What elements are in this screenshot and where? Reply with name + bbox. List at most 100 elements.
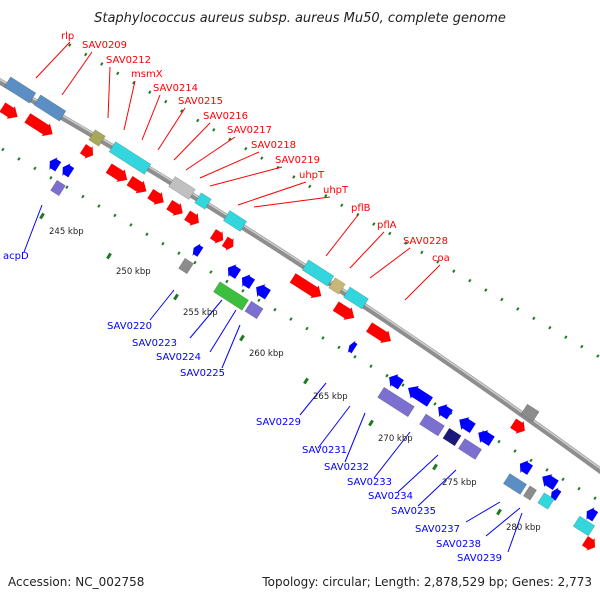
reverse-cds-arrow — [438, 404, 453, 420]
tick-dot — [404, 241, 408, 245]
cog-box-SAV0233 — [419, 413, 445, 437]
reverse-cds-arrow — [49, 157, 62, 172]
forward-label-line — [107, 66, 111, 119]
reverse-cds-arrow — [542, 474, 559, 490]
cog-box-SAV0223 — [213, 281, 249, 311]
kbp-label-265: 265 kbp — [313, 392, 348, 402]
kbp-label-270: 270 kbp — [378, 434, 413, 444]
topology-label: Topology: circular; Length: 2,878,529 bp… — [261, 575, 592, 589]
gene-label-SAV0237: SAV0237 — [415, 524, 460, 535]
kbp-label-250: 250 kbp — [116, 267, 151, 277]
tick-dot — [196, 118, 200, 123]
reverse-label-line — [417, 469, 457, 507]
tick-dot — [484, 288, 488, 292]
tick-dot — [436, 259, 440, 264]
gene-label-pflB: pflB — [351, 203, 371, 214]
accession-label: Accession: NC_002758 — [8, 575, 144, 589]
tick-dot — [340, 203, 344, 208]
cog-box-rlp — [3, 76, 37, 104]
cog-box-far — [572, 515, 596, 537]
forward-cds-arrow — [79, 144, 94, 159]
kbp-tick — [106, 252, 112, 260]
reverse-cds-arrow — [459, 417, 476, 433]
gene-label-SAV0217: SAV0217 — [227, 125, 272, 136]
kbp-label-280: 280 kbp — [506, 523, 541, 533]
tick-dot — [289, 317, 293, 321]
tick-dot — [529, 458, 533, 463]
tick-dot — [228, 137, 232, 142]
gene-label-SAV0218: SAV0218 — [251, 140, 296, 151]
forward-label-line — [35, 41, 71, 79]
tick-dot — [516, 307, 520, 311]
reverse-label-line — [507, 512, 523, 553]
forward-label-line — [173, 122, 211, 161]
reverse-cds-arrow — [62, 163, 75, 178]
label-connectors — [23, 41, 523, 553]
gene-label-SAV0209: SAV0209 — [82, 40, 127, 51]
cog-box-pflA — [328, 277, 346, 295]
tick-dot — [49, 175, 53, 180]
gene-label-acpD: acpD — [3, 251, 29, 262]
forward-cds-arrow — [166, 200, 183, 216]
gene-label-SAV0212: SAV0212 — [106, 55, 151, 66]
gene-label-SAV0225: SAV0225 — [180, 368, 225, 379]
forward-cds-arrow — [289, 273, 322, 299]
tick-dot — [385, 373, 389, 378]
forward-label-line — [349, 231, 385, 269]
tick-dot — [372, 222, 376, 226]
tick-dot — [17, 157, 21, 161]
forward-label-line — [237, 181, 307, 206]
reverse-label-line — [397, 454, 439, 493]
gene-label-SAV0223: SAV0223 — [132, 338, 177, 349]
tick-dot — [81, 194, 85, 199]
gene-label-rlp: rlp — [61, 31, 74, 42]
kbp-label-245: 245 kbp — [49, 227, 84, 237]
gene-label-SAV0229: SAV0229 — [256, 417, 301, 428]
tick-dot — [369, 364, 373, 369]
tick-dot — [68, 43, 72, 47]
gene-label-SAV0220: SAV0220 — [107, 321, 152, 332]
tick-dot — [513, 449, 517, 453]
forward-label-line — [123, 80, 136, 131]
gene-label-msmX: msmX — [131, 69, 163, 80]
gene-label-uhpT-2: uhpT — [323, 185, 349, 196]
forward-label-line — [325, 214, 359, 257]
tick-dot — [401, 383, 405, 387]
forward-cds-arrow — [209, 229, 224, 244]
tick-dot — [257, 298, 261, 303]
reverse-cds-arrow — [550, 487, 562, 501]
tick-dot — [65, 185, 69, 189]
kbp-label-275: 275 kbp — [442, 478, 477, 488]
kbp-tick — [239, 334, 245, 342]
tick-dot — [561, 477, 565, 482]
forward-cds-arrow — [332, 301, 355, 320]
cog-box-SAV0238 — [523, 485, 537, 501]
reverse-cds-arrow — [192, 243, 204, 257]
forward-cds-arrow — [126, 175, 147, 194]
cog-box-SAV0237 — [502, 473, 528, 495]
forward-cds-arrow — [184, 210, 199, 226]
forward-cds-arrow — [221, 236, 234, 251]
forward-gene-labels: rlp SAV0209 SAV0212 msmX SAV0214 SAV0215… — [61, 31, 450, 264]
tick-dot — [241, 289, 245, 293]
reverse-label-line — [221, 324, 241, 369]
tick-dot — [452, 269, 456, 274]
kbp-label-260: 260 kbp — [249, 349, 284, 359]
cog-box-SAV0212 — [88, 129, 106, 147]
tick-dot — [497, 439, 501, 444]
cog-box-SAV0220 — [178, 257, 194, 275]
forward-label-line — [404, 264, 441, 301]
tick-dot — [212, 128, 216, 132]
cog-box-SAV0239 — [537, 492, 555, 510]
forward-label-line — [199, 151, 260, 179]
reverse-cds-arrow — [389, 374, 404, 390]
tick-dot — [145, 232, 149, 237]
tick-dot — [193, 260, 197, 265]
cog-box-SAV0217 — [194, 192, 212, 210]
cog-box-SAV0224 — [244, 300, 264, 320]
tick-dot — [1, 147, 5, 152]
reverse-label-line — [299, 382, 327, 416]
tick-dot — [292, 175, 296, 179]
gene-label-coa: coa — [432, 253, 450, 264]
kbp-tick — [39, 212, 45, 220]
